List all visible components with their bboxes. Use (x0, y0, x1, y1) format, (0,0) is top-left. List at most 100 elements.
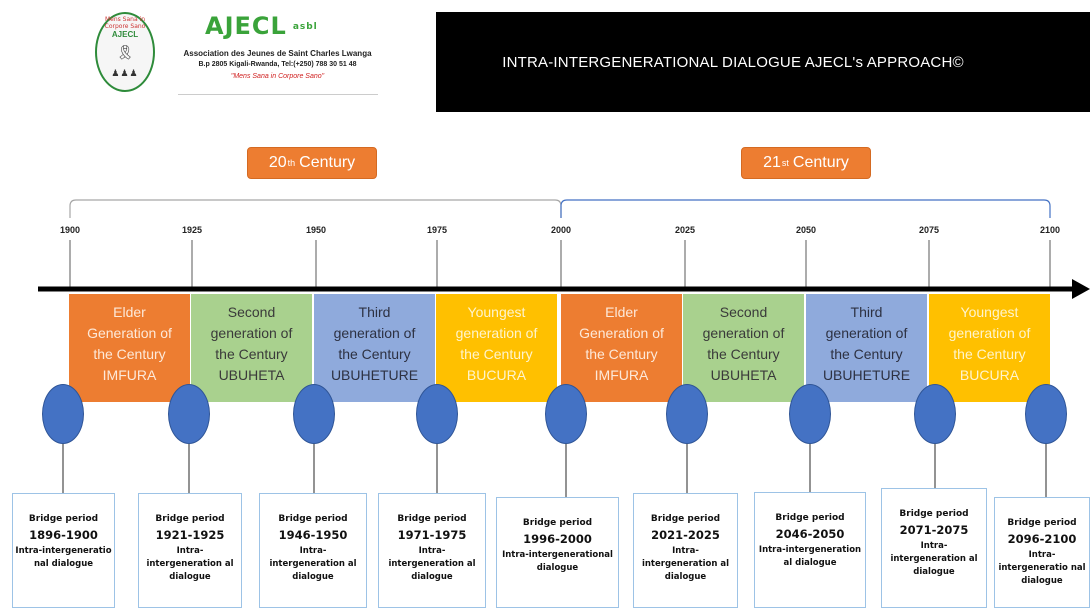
bridge-title: Bridge period (278, 514, 348, 524)
century-suffix: st (781, 158, 789, 168)
bridge-description: Intra-intergenerational dialogue (502, 550, 613, 573)
people-icon: ♟♟♟ (111, 68, 139, 78)
gen-line: the Century (585, 346, 658, 362)
ribbon-icon: 🎗 (116, 44, 134, 60)
bridge-dot (42, 384, 84, 444)
gen-line: the Century (953, 346, 1026, 362)
year-label: 2050 (795, 225, 817, 235)
bridge-title: Bridge period (775, 513, 845, 523)
century-ordinal: 21 (763, 154, 781, 171)
bridge-title: Bridge period (397, 514, 467, 524)
org-full-name: Association des Jeunes de Saint Charles … (183, 49, 372, 58)
gen-line: Second (719, 304, 768, 320)
bridge-connectors (62, 442, 1047, 497)
year-label: 1975 (426, 225, 448, 235)
bridge-dot (789, 384, 831, 444)
year-label: 2000 (550, 225, 572, 235)
bridge-range: 1946-1950 (278, 528, 348, 542)
gen-line: UBUHETURE (330, 367, 419, 383)
org-name-text: AJECL (205, 12, 287, 40)
bridge-range: 2021-2025 (651, 528, 720, 542)
bridge-dot (293, 384, 335, 444)
year-label: 2100 (1039, 225, 1061, 235)
bridge-period-box: Bridge period 1946-1950 Intra-intergener… (259, 493, 367, 608)
gen-line: the Century (338, 346, 411, 362)
bridge-dot (545, 384, 587, 444)
logo-divider (178, 94, 378, 95)
gen-line: Elder (605, 304, 638, 320)
century-word: Century (792, 154, 849, 171)
year-ticks (69, 240, 1051, 290)
gen-line: UBUHETURE (822, 367, 911, 383)
bridge-dot (1025, 384, 1067, 444)
gen-line: Generation of (87, 325, 172, 341)
bridge-description: Intra-intergeneration al dialogue (890, 541, 978, 577)
century-word: Century (299, 154, 356, 171)
gen-line: Generation of (579, 325, 664, 341)
bridge-title: Bridge period (522, 518, 593, 528)
gen-line: Second (227, 304, 276, 320)
gen-line: Youngest (467, 304, 526, 320)
org-name: AJECL asbl (205, 12, 355, 40)
gen-line: generation of (702, 325, 785, 341)
gen-line: the Century (707, 346, 780, 362)
title-banner: INTRA-INTERGENERATIONAL DIALOGUE AJECL's… (436, 12, 1090, 112)
bridge-description: Intra-intergeneration al dialogue (269, 546, 357, 582)
org-suffix: asbl (292, 22, 318, 32)
timeline-arrow-head (1072, 279, 1090, 299)
bridge-period-box: Bridge period 1921-1925 Intra-intergener… (138, 493, 242, 608)
page-title: INTRA-INTERGENERATIONAL DIALOGUE AJECL's… (502, 53, 964, 71)
bridge-period-box: Bridge period 2071-2075 Intra-intergener… (881, 488, 987, 608)
bridge-range: 1996-2000 (523, 532, 592, 546)
gen-line: generation of (948, 325, 1031, 341)
bridge-period-box: Bridge period 2046-2050 Intra-intergener… (754, 492, 866, 608)
gen-line: generation of (455, 325, 538, 341)
bridge-period-box: Bridge period 1971-1975 Intra-intergener… (378, 493, 486, 608)
bridge-dot (416, 384, 458, 444)
bridge-period-box: Bridge period 2096-2100 Intra-intergener… (994, 497, 1090, 608)
org-contact: B.p 2805 Kigali-Rwanda, Tel:(+250) 788 3… (198, 61, 357, 68)
bridge-dot (168, 384, 210, 444)
bridge-range: 2071-2075 (899, 523, 969, 537)
bridge-range: 1896-1900 (29, 528, 98, 542)
bridge-title: Bridge period (650, 514, 721, 524)
gen-line: UBUHETA (710, 367, 777, 383)
year-label: 1925 (181, 225, 203, 235)
gen-line: IMFURA (594, 367, 649, 383)
bridge-range: 2046-2050 (775, 527, 845, 541)
bridge-title: Bridge period (155, 514, 225, 524)
gen-line: generation of (825, 325, 908, 341)
bridge-description: Intra-intergeneration al dialogue (641, 546, 730, 582)
century-bracket-21st (560, 199, 1051, 218)
gen-line: Third (358, 304, 391, 320)
gen-line: the Century (460, 346, 533, 362)
year-label: 1900 (59, 225, 81, 235)
bridge-range: 2096-2100 (1007, 532, 1077, 546)
bridge-dot (666, 384, 708, 444)
emblem-ring-text: Mens Sana in Corpore Sano (104, 16, 146, 30)
century-ordinal: 20 (268, 154, 287, 171)
bridge-description: Intra-intergeneration al dialogue (146, 546, 234, 582)
gen-line: BUCURA (959, 367, 1020, 383)
bridge-description: Intra-intergeneratio nal dialogue (15, 546, 112, 569)
gen-line: the Century (830, 346, 903, 362)
ajecl-emblem-logo: Mens Sana in Corpore Sano AJECL 🎗 ♟♟♟ (95, 12, 155, 92)
gen-line: UBUHETA (218, 367, 285, 383)
gen-line: Third (850, 304, 883, 320)
bridge-period-box: Bridge period 1896-1900 Intra-intergener… (12, 493, 115, 608)
bridge-range: 1921-1925 (155, 528, 225, 542)
emblem-text: AJECL (111, 30, 139, 39)
year-label: 2025 (674, 225, 696, 235)
bridge-title: Bridge period (1007, 518, 1077, 528)
